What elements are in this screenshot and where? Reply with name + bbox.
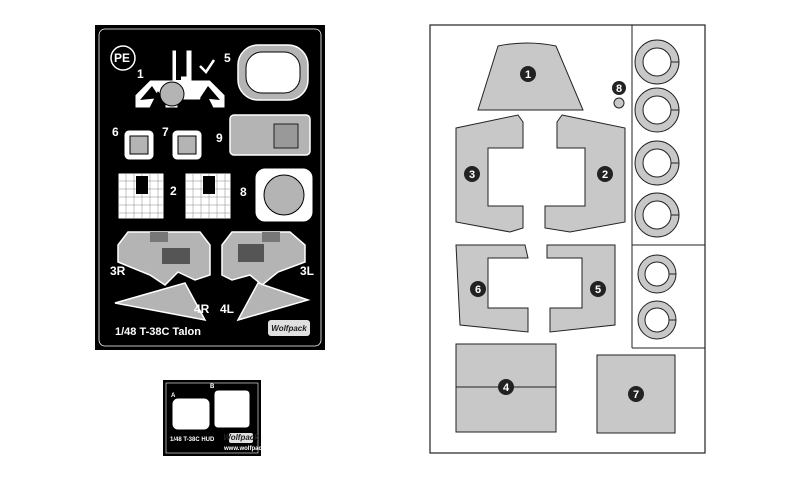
hud-wolfpack-logo-text: Wolfpack — [223, 433, 259, 442]
pe-label-1: 1 — [137, 67, 144, 81]
pe-part-5-canopy-frame — [237, 44, 309, 101]
pe-part-7 — [171, 129, 203, 161]
mask-number-2: 2 — [602, 169, 608, 181]
mask-8-small-circle — [613, 97, 625, 109]
wolfpack-logo — [268, 320, 310, 336]
hud-wolfpack-logo — [229, 433, 253, 443]
pe-part-1-seat-frame — [134, 49, 226, 109]
pe-part-8-disc — [254, 167, 314, 223]
mask-number-8: 8 — [616, 83, 622, 95]
pe-part-2-right-panel — [184, 172, 232, 220]
mask-sheet: 1 8 3 2 6 5 4 7 — [429, 24, 706, 454]
hud-fret: A B 1/48 T-38C HUD Wolfpack www.wolfpack… — [163, 380, 285, 456]
pe-part-9-panel — [229, 114, 311, 156]
pe-small-piece — [199, 59, 216, 74]
mask-number-1: 1 — [525, 69, 531, 81]
wheel-mask — [634, 192, 680, 238]
wheel-masks — [634, 39, 680, 340]
pe-part-4l — [236, 282, 311, 322]
pe-label-3r: 3R — [110, 264, 126, 278]
mask-number-5: 5 — [595, 284, 601, 296]
wheel-mask — [634, 39, 680, 85]
pe-label-5: 5 — [224, 51, 231, 65]
pe-part-6 — [123, 129, 155, 161]
pe-badge-text: PE — [114, 51, 130, 65]
hud-part-a — [171, 397, 211, 431]
mask-number-3: 3 — [469, 169, 475, 181]
pe-label-3l: 3L — [300, 264, 314, 278]
mask-5-rear-right — [546, 244, 616, 333]
mask-number-7: 7 — [633, 389, 639, 401]
pe-part-2-left-panel — [117, 172, 165, 220]
pe-part-3r-console — [117, 231, 211, 286]
mask-number-6: 6 — [475, 284, 481, 296]
wheel-mask — [637, 300, 677, 340]
hud-label-a: A — [171, 393, 176, 399]
pe-part-4r — [114, 282, 207, 322]
mask-3-canopy-left — [455, 114, 524, 233]
mask-6-rear-left — [455, 244, 529, 333]
pe-label-4r: 4R — [194, 302, 210, 316]
hud-fret-title: 1/48 T-38C HUD — [170, 437, 215, 443]
wolfpack-logo-text: Wolfpack — [271, 324, 307, 333]
pe-label-8: 8 — [240, 185, 247, 199]
pe-label-2: 2 — [170, 184, 177, 198]
pe-label-9: 9 — [216, 131, 223, 145]
mask-number-4: 4 — [503, 382, 510, 394]
wheel-mask — [634, 140, 680, 186]
pe-badge — [110, 45, 136, 71]
pe-label-6: 6 — [112, 125, 119, 139]
pe-fret-border — [98, 28, 322, 347]
pe-part-3l-console — [221, 231, 306, 286]
mask-2-canopy-right — [544, 114, 626, 233]
pe-fret-title: 1/48 T-38C Talon — [115, 326, 201, 338]
wheel-mask — [637, 254, 677, 294]
pe-label-7: 7 — [162, 125, 169, 139]
hud-part-b — [213, 389, 251, 429]
wheel-mask — [634, 87, 680, 133]
photo-etch-fret: PE 1 5 6 7 — [95, 25, 325, 350]
hud-url: www.wolfpack-d.com — [223, 446, 285, 452]
pe-label-4l: 4L — [220, 302, 234, 316]
hud-label-b: B — [210, 384, 215, 390]
